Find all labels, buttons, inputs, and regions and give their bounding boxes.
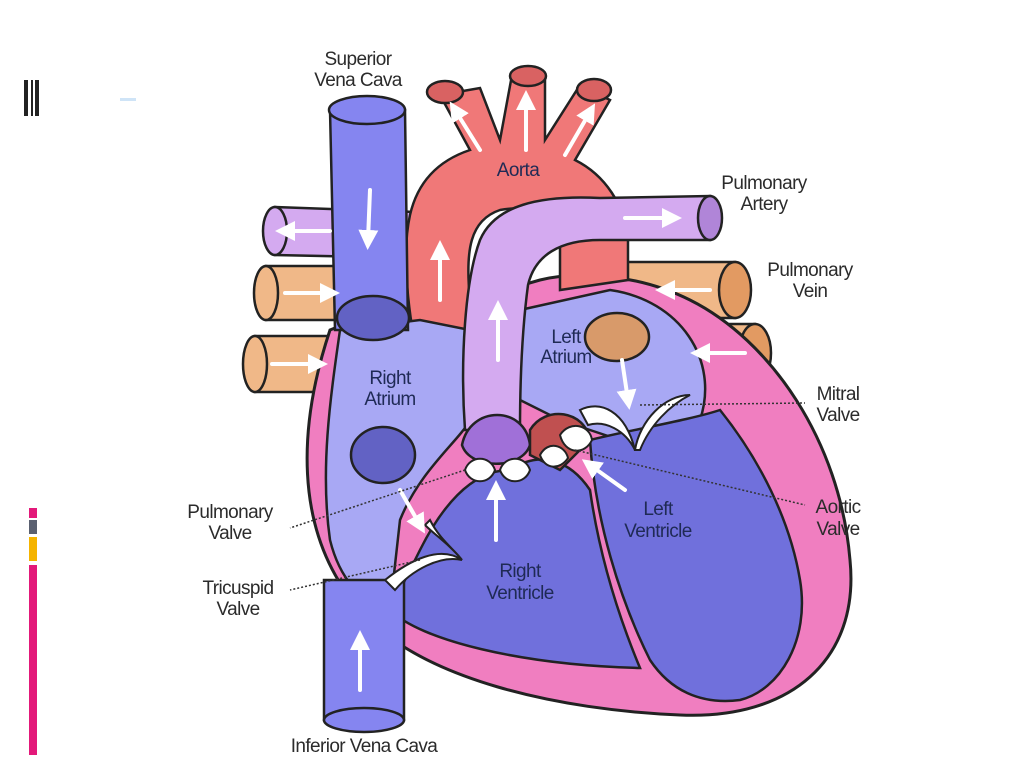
slide-bar-decoration	[35, 80, 39, 116]
label-left-atrium-1: Left	[551, 327, 582, 348]
label-superior-vena-cava-1: Superior	[324, 49, 392, 70]
aortic-valve	[528, 412, 594, 472]
label-aorta: Aorta	[497, 160, 540, 181]
label-tricuspid-valve-1: Tricuspid	[203, 578, 274, 599]
mitral-valve	[578, 394, 691, 451]
label-right-ventricle-2: Ventricle	[486, 583, 554, 604]
flow-arrow	[358, 188, 379, 250]
slide-bar-decoration	[24, 80, 28, 116]
label-pulmonary-valve-2: Valve	[208, 523, 251, 544]
leader-lines	[289, 402, 806, 591]
accent-bar-gold	[29, 537, 37, 561]
pulmonary-vein-opening	[583, 311, 651, 363]
label-inferior-vena-cava: Inferior Vena Cava	[291, 736, 439, 757]
leader-line	[639, 402, 806, 406]
accent-bar-slate	[29, 520, 37, 534]
label-aortic-valve-2: Valve	[816, 519, 859, 540]
label-superior-vena-cava-2: Vena Cava	[314, 70, 403, 91]
flow-arrow	[581, 459, 627, 492]
leader-line	[289, 469, 466, 529]
label-tricuspid-valve-2: Valve	[216, 599, 259, 620]
leader-line	[574, 449, 806, 506]
label-aortic-valve-1: Aortic	[816, 497, 861, 518]
label-mitral-valve-2: Valve	[816, 405, 859, 426]
label-pulmonary-vein-2: Vein	[793, 281, 828, 302]
accent-bar-magenta-top	[29, 508, 37, 518]
label-right-atrium-1: Right	[369, 368, 412, 389]
label-pulmonary-artery-2: Artery	[740, 194, 788, 215]
flow-arrow	[616, 358, 637, 410]
flow-arrow	[449, 101, 482, 152]
pulmonary-artery	[461, 194, 724, 432]
label-pulmonary-valve-1: Pulmonary	[187, 502, 274, 523]
label-pulmonary-vein-1: Pulmonary	[767, 260, 854, 281]
label-left-atrium-2: Atrium	[540, 347, 591, 368]
label-mitral-valve-1: Mitral	[817, 384, 860, 405]
label-pulmonary-artery-1: Pulmonary	[721, 173, 808, 194]
accent-bar-magenta	[29, 565, 37, 755]
aorta	[404, 64, 630, 392]
inferior-vena-cava	[322, 578, 406, 734]
label-left-ventricle-2: Ventricle	[624, 521, 692, 542]
flow-arrow	[398, 488, 425, 534]
left-ventricle	[588, 408, 804, 703]
blood-flow-arrows	[270, 90, 747, 692]
superior-vena-cava	[327, 94, 411, 342]
tricuspid-valve	[383, 518, 463, 592]
slide-dash-decoration	[120, 98, 136, 101]
label-left-ventricle-1: Left	[643, 499, 674, 520]
slide-bar-decoration	[31, 80, 33, 116]
flow-arrow	[563, 103, 596, 157]
label-right-atrium-2: Atrium	[364, 389, 415, 410]
label-right-ventricle-1: Right	[499, 561, 542, 582]
ivc-opening	[349, 425, 417, 485]
